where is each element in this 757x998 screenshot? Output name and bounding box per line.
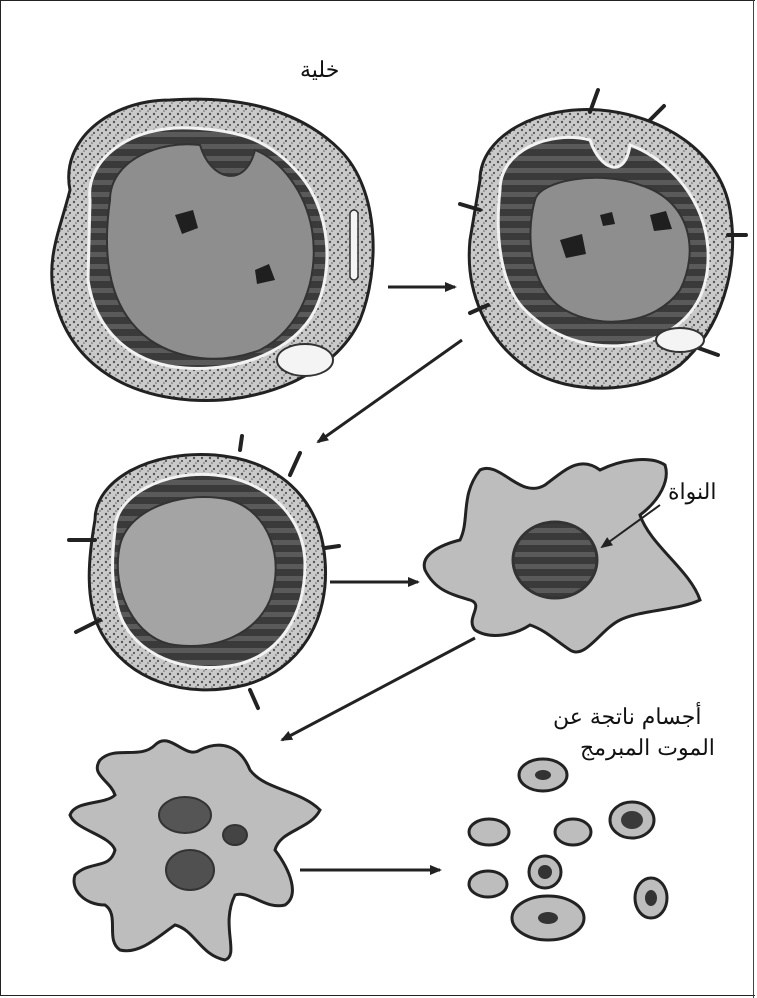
- cell-stage-3: [69, 436, 339, 708]
- apoptotic-body-nucleus: [645, 890, 657, 906]
- apoptotic-bodies: [469, 759, 667, 940]
- cell-4-nucleus: [513, 522, 597, 598]
- cell-stage-2: [460, 90, 746, 388]
- cell-1-nucleus: [107, 144, 314, 358]
- apoptotic-body-nucleus: [535, 770, 551, 780]
- cell-2-chromatin: [530, 178, 689, 322]
- cell-5-nucleus-fragment-2: [223, 825, 247, 845]
- arrow-stage-2-to-3: [318, 340, 462, 442]
- cell-2-vacuole: [656, 328, 704, 352]
- cell-5-nucleus-fragment-3: [166, 850, 214, 890]
- apoptotic-body-nucleus: [538, 912, 558, 924]
- cell-3-nucleus: [118, 497, 276, 646]
- apoptotic-body: [469, 819, 509, 845]
- label-apoptotic-bodies-line2: الموت المبرمج: [580, 736, 715, 761]
- apoptotic-body-nucleus: [621, 811, 643, 829]
- cell-1-vacuole: [277, 344, 333, 376]
- label-cell: خلية: [300, 58, 339, 83]
- label-apoptotic-bodies-line1: أجسام ناتجة عن: [553, 705, 701, 730]
- apoptotic-body: [555, 819, 591, 845]
- cell-stage-4: [424, 460, 700, 652]
- cell-1-vesicle: [350, 210, 358, 280]
- cell-stage-1: [52, 99, 373, 400]
- label-nucleus: النواة: [668, 480, 716, 505]
- apoptotic-body: [469, 871, 507, 897]
- cell-5-nucleus-fragment-1: [159, 797, 211, 833]
- apoptotic-body-nucleus: [538, 865, 552, 879]
- cell-stage-5: [70, 741, 320, 960]
- arrow-stage-4-to-5: [282, 638, 475, 740]
